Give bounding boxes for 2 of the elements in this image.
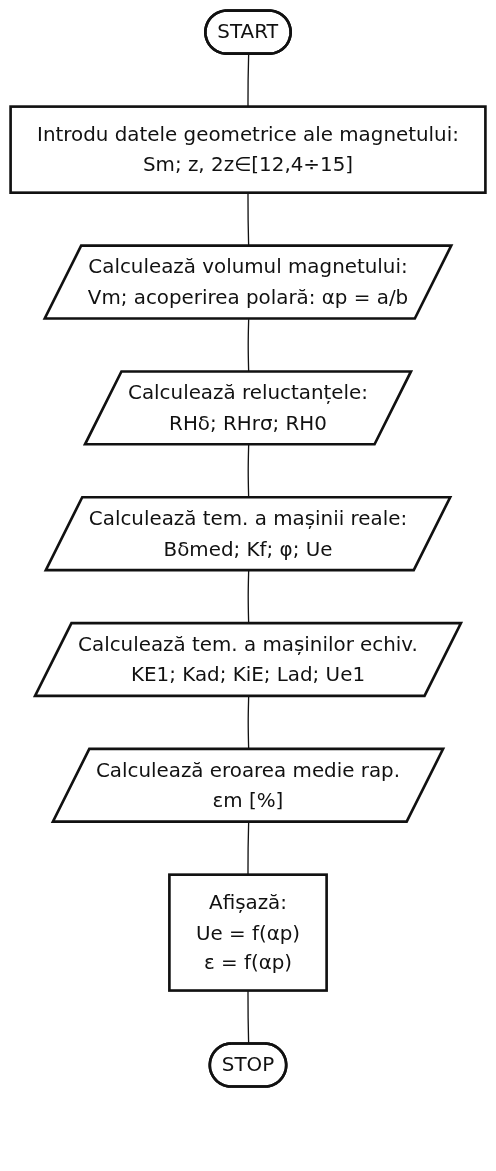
node-box: Introdu datele geometrice ale magnetului: Sm; z, 2z∈[12,4÷15] bbox=[9, 105, 487, 194]
node-box: Afișază: Ue = f(αp) ε = f(αp) bbox=[168, 873, 328, 992]
